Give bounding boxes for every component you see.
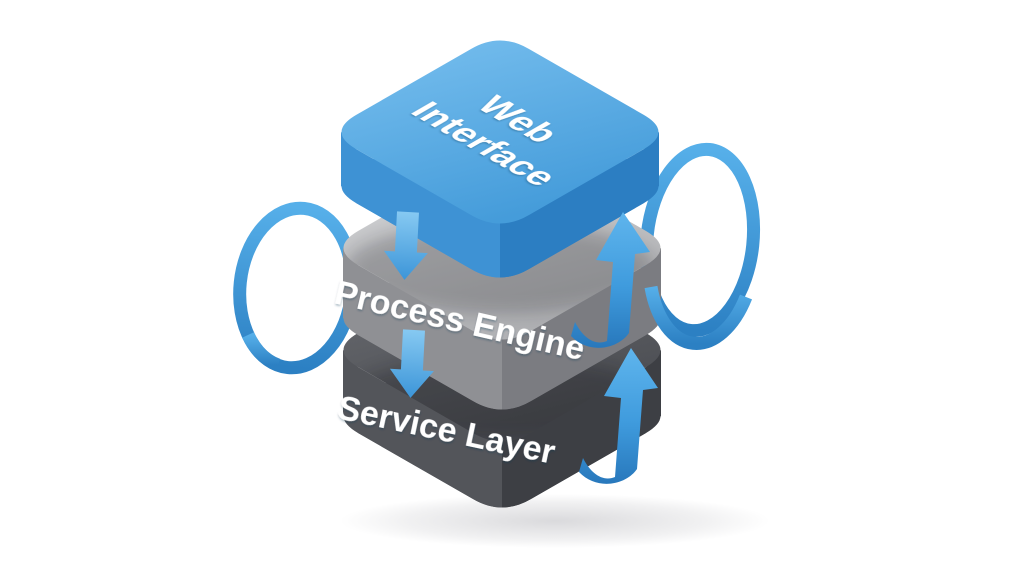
layer-top-face bbox=[341, 40, 659, 224]
up-arrow-icon bbox=[571, 212, 650, 348]
ground-shadow bbox=[340, 494, 770, 548]
layer-web-interface bbox=[341, 40, 659, 278]
up-arrow-icon bbox=[579, 348, 658, 484]
layer-side-face bbox=[341, 132, 659, 278]
loop-arrow-right-front bbox=[644, 285, 753, 350]
loop-arrow-left-front bbox=[242, 332, 281, 372]
down-arrow-icon bbox=[389, 329, 434, 398]
down-arrow-icon bbox=[383, 211, 428, 280]
